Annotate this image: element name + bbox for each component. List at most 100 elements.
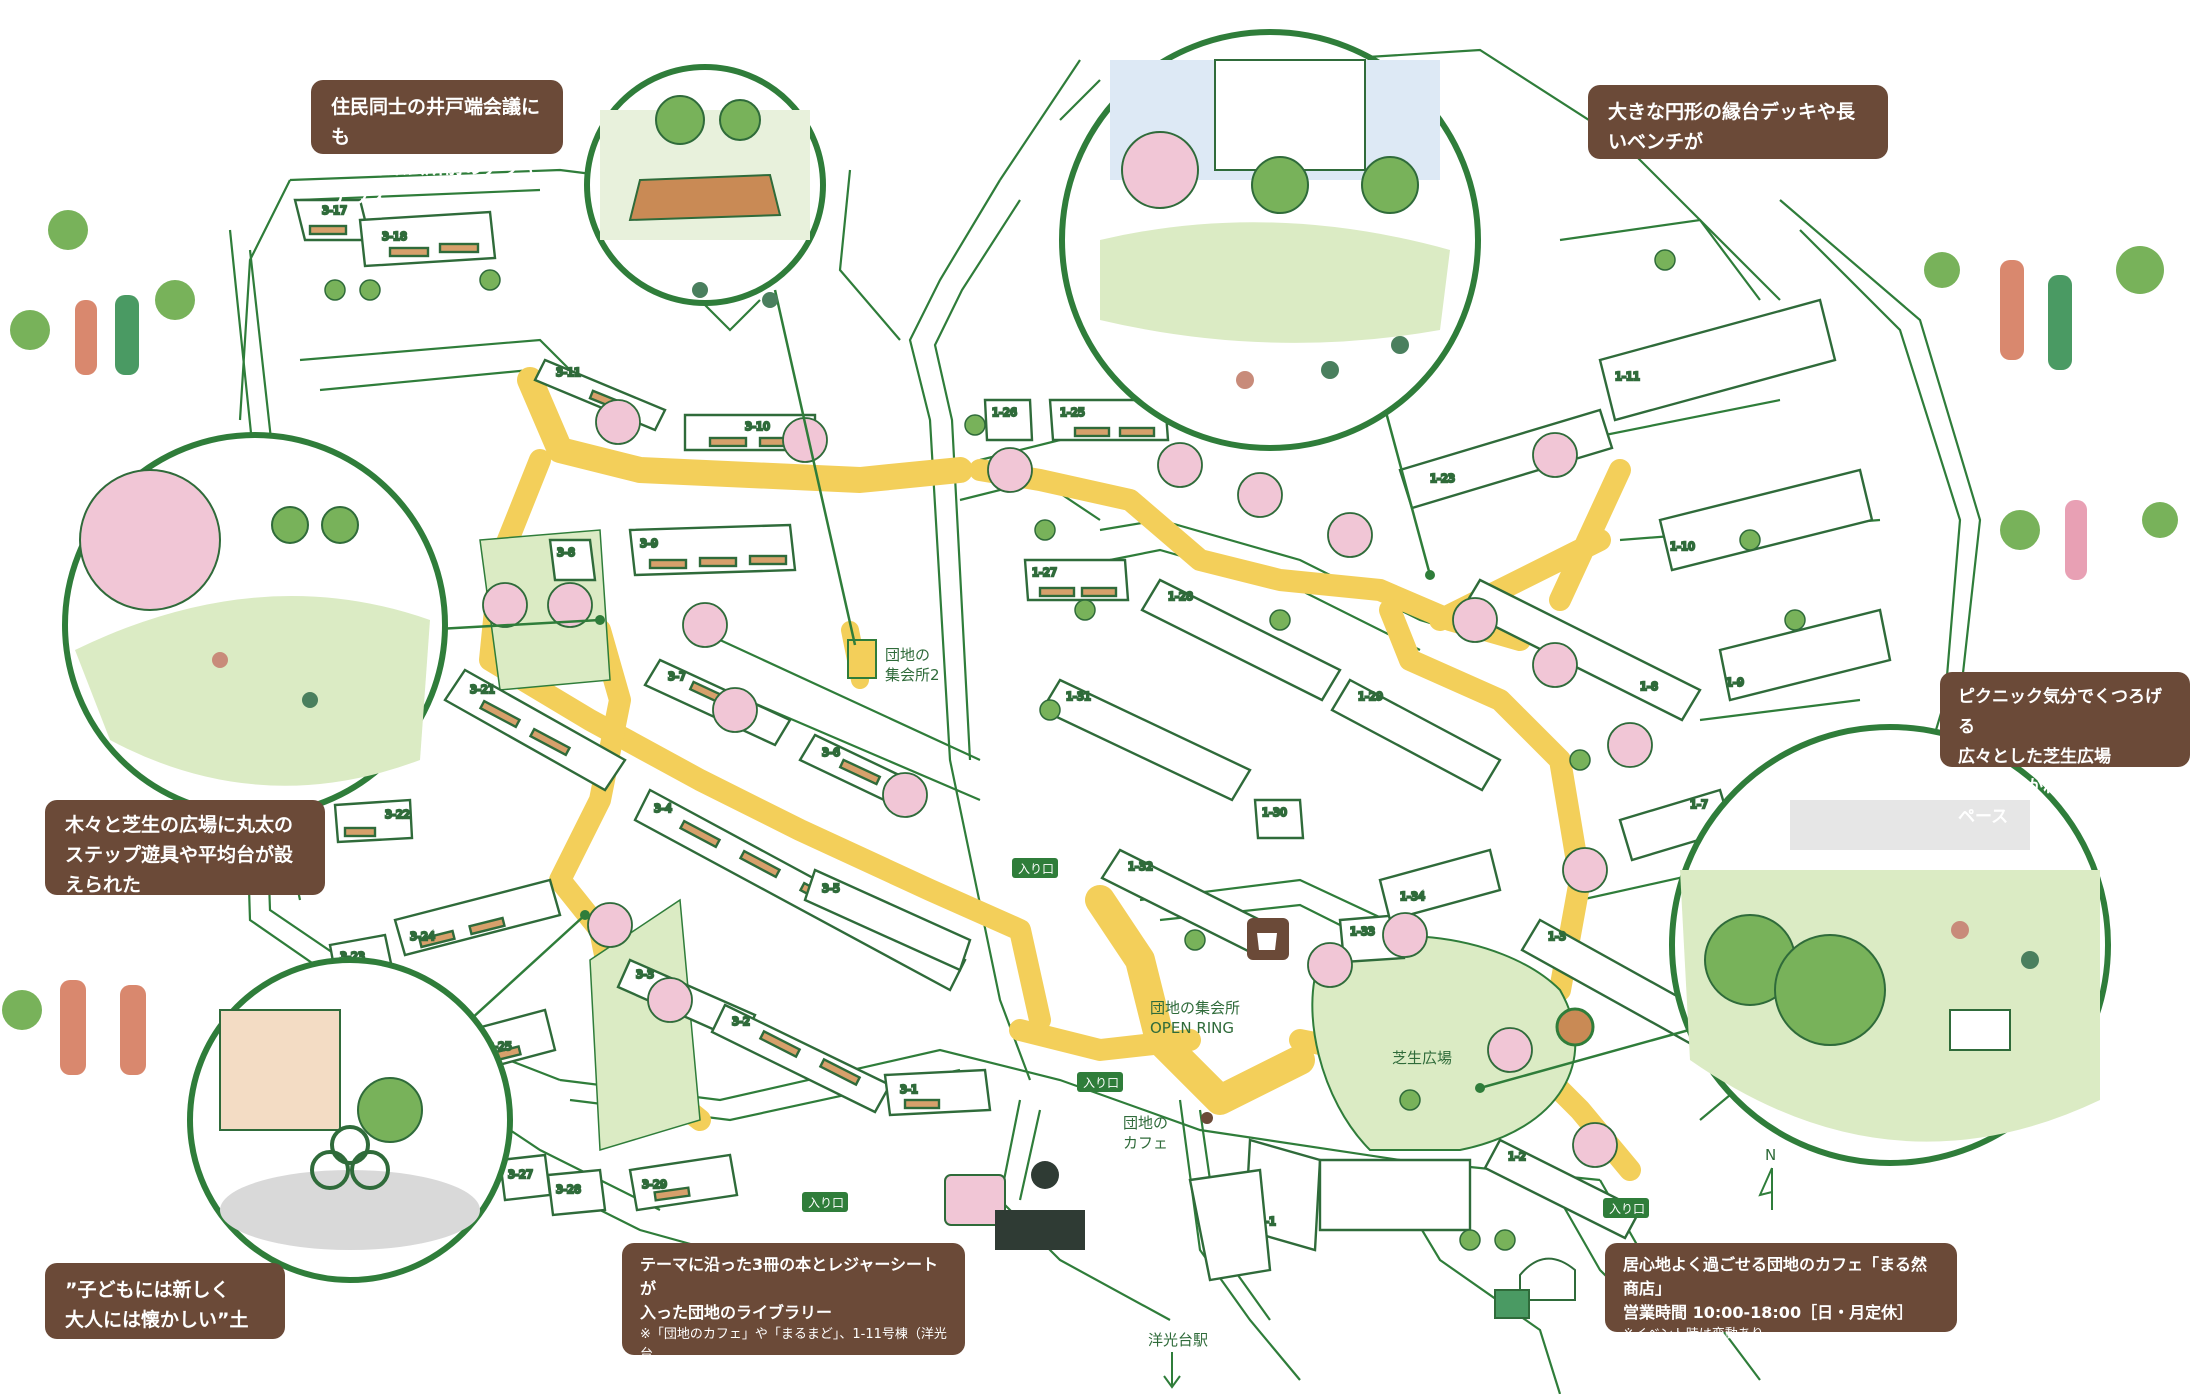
station-arrow-icon — [1163, 1352, 1181, 1389]
building-3-18: 3-18 — [358, 210, 497, 268]
building-label: 3-7 — [668, 670, 686, 683]
building-label: 1-9 — [1726, 676, 1744, 689]
building-label: 3-21 — [470, 683, 495, 696]
lawn-plaza-area — [1311, 935, 1577, 1151]
meeting-hall-label-2: OPEN RING — [1150, 1019, 1234, 1037]
tree — [1494, 1229, 1516, 1251]
callout-line: 広々とした芝生広場 — [1958, 747, 2111, 767]
callout-line: 営業時間 10:00-18:00［日・月定休］ — [1623, 1303, 1914, 1322]
cherry-tree — [682, 602, 728, 648]
cherry-tree — [1607, 722, 1653, 768]
building-label: 3-3 — [636, 968, 654, 981]
building-label: 3-17 — [322, 204, 347, 217]
building-3-29: 3-29 — [628, 1153, 739, 1212]
callout-cafe: 居心地よく過ごせる団地のカフェ「まる然商店」 営業時間 10:00-18:00［… — [1605, 1243, 1957, 1342]
callout-note: ※「団地のカフェ」や「まるまど」、1-11号棟（洋光台 — [640, 1327, 947, 1362]
west-green-area — [589, 898, 701, 1151]
building-label: 3-8 — [557, 546, 575, 559]
entrance-label: 入り口 — [808, 1196, 844, 1210]
cherry-tree — [587, 902, 633, 948]
building-1-31: 1-31 — [1040, 678, 1252, 802]
building-1-25: 1-25 — [1048, 398, 1170, 442]
lawn-plaza-label: 芝生広場 — [1392, 1049, 1452, 1067]
station-building — [1188, 1168, 1272, 1282]
cafe-label-2: カフェ — [1123, 1134, 1168, 1152]
callout-line: テーマに沿った3冊の本とレジャーシートが — [640, 1255, 939, 1298]
meeting-hall-2-label-2: 集会所2 — [885, 666, 940, 684]
building-3-9: 3-9 — [628, 523, 797, 577]
callout-line: 木々と芝生の広場に丸太の — [65, 814, 294, 836]
cherry-tree — [595, 399, 641, 445]
callout-line: 大きな円形の縁台デッキや長いベンチが — [1608, 101, 1856, 153]
building-1-30: 1-30 — [1253, 798, 1305, 840]
station-label: 洋光台駅 — [1148, 1331, 1208, 1349]
buildings: 3-17 3-18 3-11 3-10 3-8 3-9 3-7 3-6 3-21… — [293, 198, 1892, 1282]
cherry-tree — [1452, 597, 1498, 643]
vignette-pipe-plaza — [187, 957, 513, 1283]
tree — [1039, 699, 1061, 721]
building-1-2: 1-2 — [1483, 1138, 1642, 1240]
cherry-tree — [1237, 472, 1283, 518]
meeting-hall-2-marker — [847, 639, 877, 679]
tree — [1569, 749, 1591, 771]
meeting-hall-label-1: 団地の集会所 — [1150, 999, 1240, 1017]
callout-deck-terrace: 住民同士の井戸端会議にも 使える集会所前のデッキテラス — [311, 80, 563, 208]
leader-dots — [580, 570, 1485, 1093]
cherry-tree — [1532, 642, 1578, 688]
tree — [1269, 609, 1291, 631]
building-1-10: 1-10 — [1658, 468, 1874, 572]
building-label: 3-24 — [410, 930, 435, 943]
entrance-1: 入り口 — [1012, 858, 1058, 878]
callout-line: 使える集会所前のデッキテラス — [331, 156, 540, 208]
cafe-marker — [1247, 918, 1289, 960]
callout-line: 居心地よく過ごせる団地のカフェ「まる然商店」 — [1623, 1255, 1928, 1298]
building-label: 1-27 — [1032, 566, 1057, 579]
cherry-tree — [712, 687, 758, 733]
tree — [1784, 609, 1806, 631]
building-label: 1-34 — [1400, 890, 1425, 903]
callout-note: ※イベント時は変動あり — [1623, 1327, 1764, 1342]
tree — [479, 269, 501, 291]
building-label: 1-32 — [1128, 860, 1153, 873]
decor-walker-right — [2000, 500, 2178, 580]
tree — [1184, 929, 1206, 951]
cherry-tree — [1562, 847, 1608, 893]
entrance-label: 入り口 — [1083, 1076, 1119, 1090]
decor-family-right — [1924, 246, 2164, 370]
callout-line: プレイロット — [65, 904, 180, 926]
callout-line: あり、人々が行き交う小さな広場 — [1608, 161, 1855, 213]
north-label: N — [1765, 1146, 1776, 1164]
building-label: 1-28 — [1168, 590, 1193, 603]
building-3-24: 3-24 — [393, 878, 562, 957]
callout-line: ピクニック気分でくつろげる — [1958, 687, 2162, 737]
building-label: 1-26 — [992, 406, 1017, 419]
green-trees — [324, 249, 1806, 1251]
tree — [964, 414, 986, 436]
cherry-tree — [1382, 912, 1428, 958]
building-label: 3-6 — [822, 746, 840, 759]
building-3-21: 3-21 — [443, 668, 627, 792]
building-label: 1-31 — [1066, 690, 1091, 703]
decor-couple-left — [2, 980, 146, 1075]
vignette-lawn-plaza — [1669, 724, 2111, 1166]
tree — [1739, 529, 1761, 551]
cherry-trees — [482, 399, 1653, 1168]
building-label: 3-2 — [732, 1015, 750, 1028]
cherry-tree — [882, 772, 928, 818]
building-3-2: 3-2 — [710, 1003, 892, 1114]
building-label: 1-29 — [1358, 690, 1383, 703]
cherry-tree — [647, 977, 693, 1023]
tree — [1074, 599, 1096, 621]
building-3-28: 3-28 — [546, 1168, 607, 1217]
building-label: 1-10 — [1670, 540, 1695, 553]
cherry-tree — [1487, 1027, 1533, 1073]
building-1-27: 1-27 — [1023, 558, 1130, 602]
tree — [1459, 1229, 1481, 1251]
building-3-27: 3-27 — [498, 1153, 552, 1202]
callout-line: 住民同士の井戸端会議にも — [331, 96, 541, 148]
building-label: 1-30 — [1262, 806, 1287, 819]
cherry-tree — [482, 582, 528, 628]
entrance-3: 入り口 — [802, 1192, 848, 1212]
tree — [359, 279, 381, 301]
